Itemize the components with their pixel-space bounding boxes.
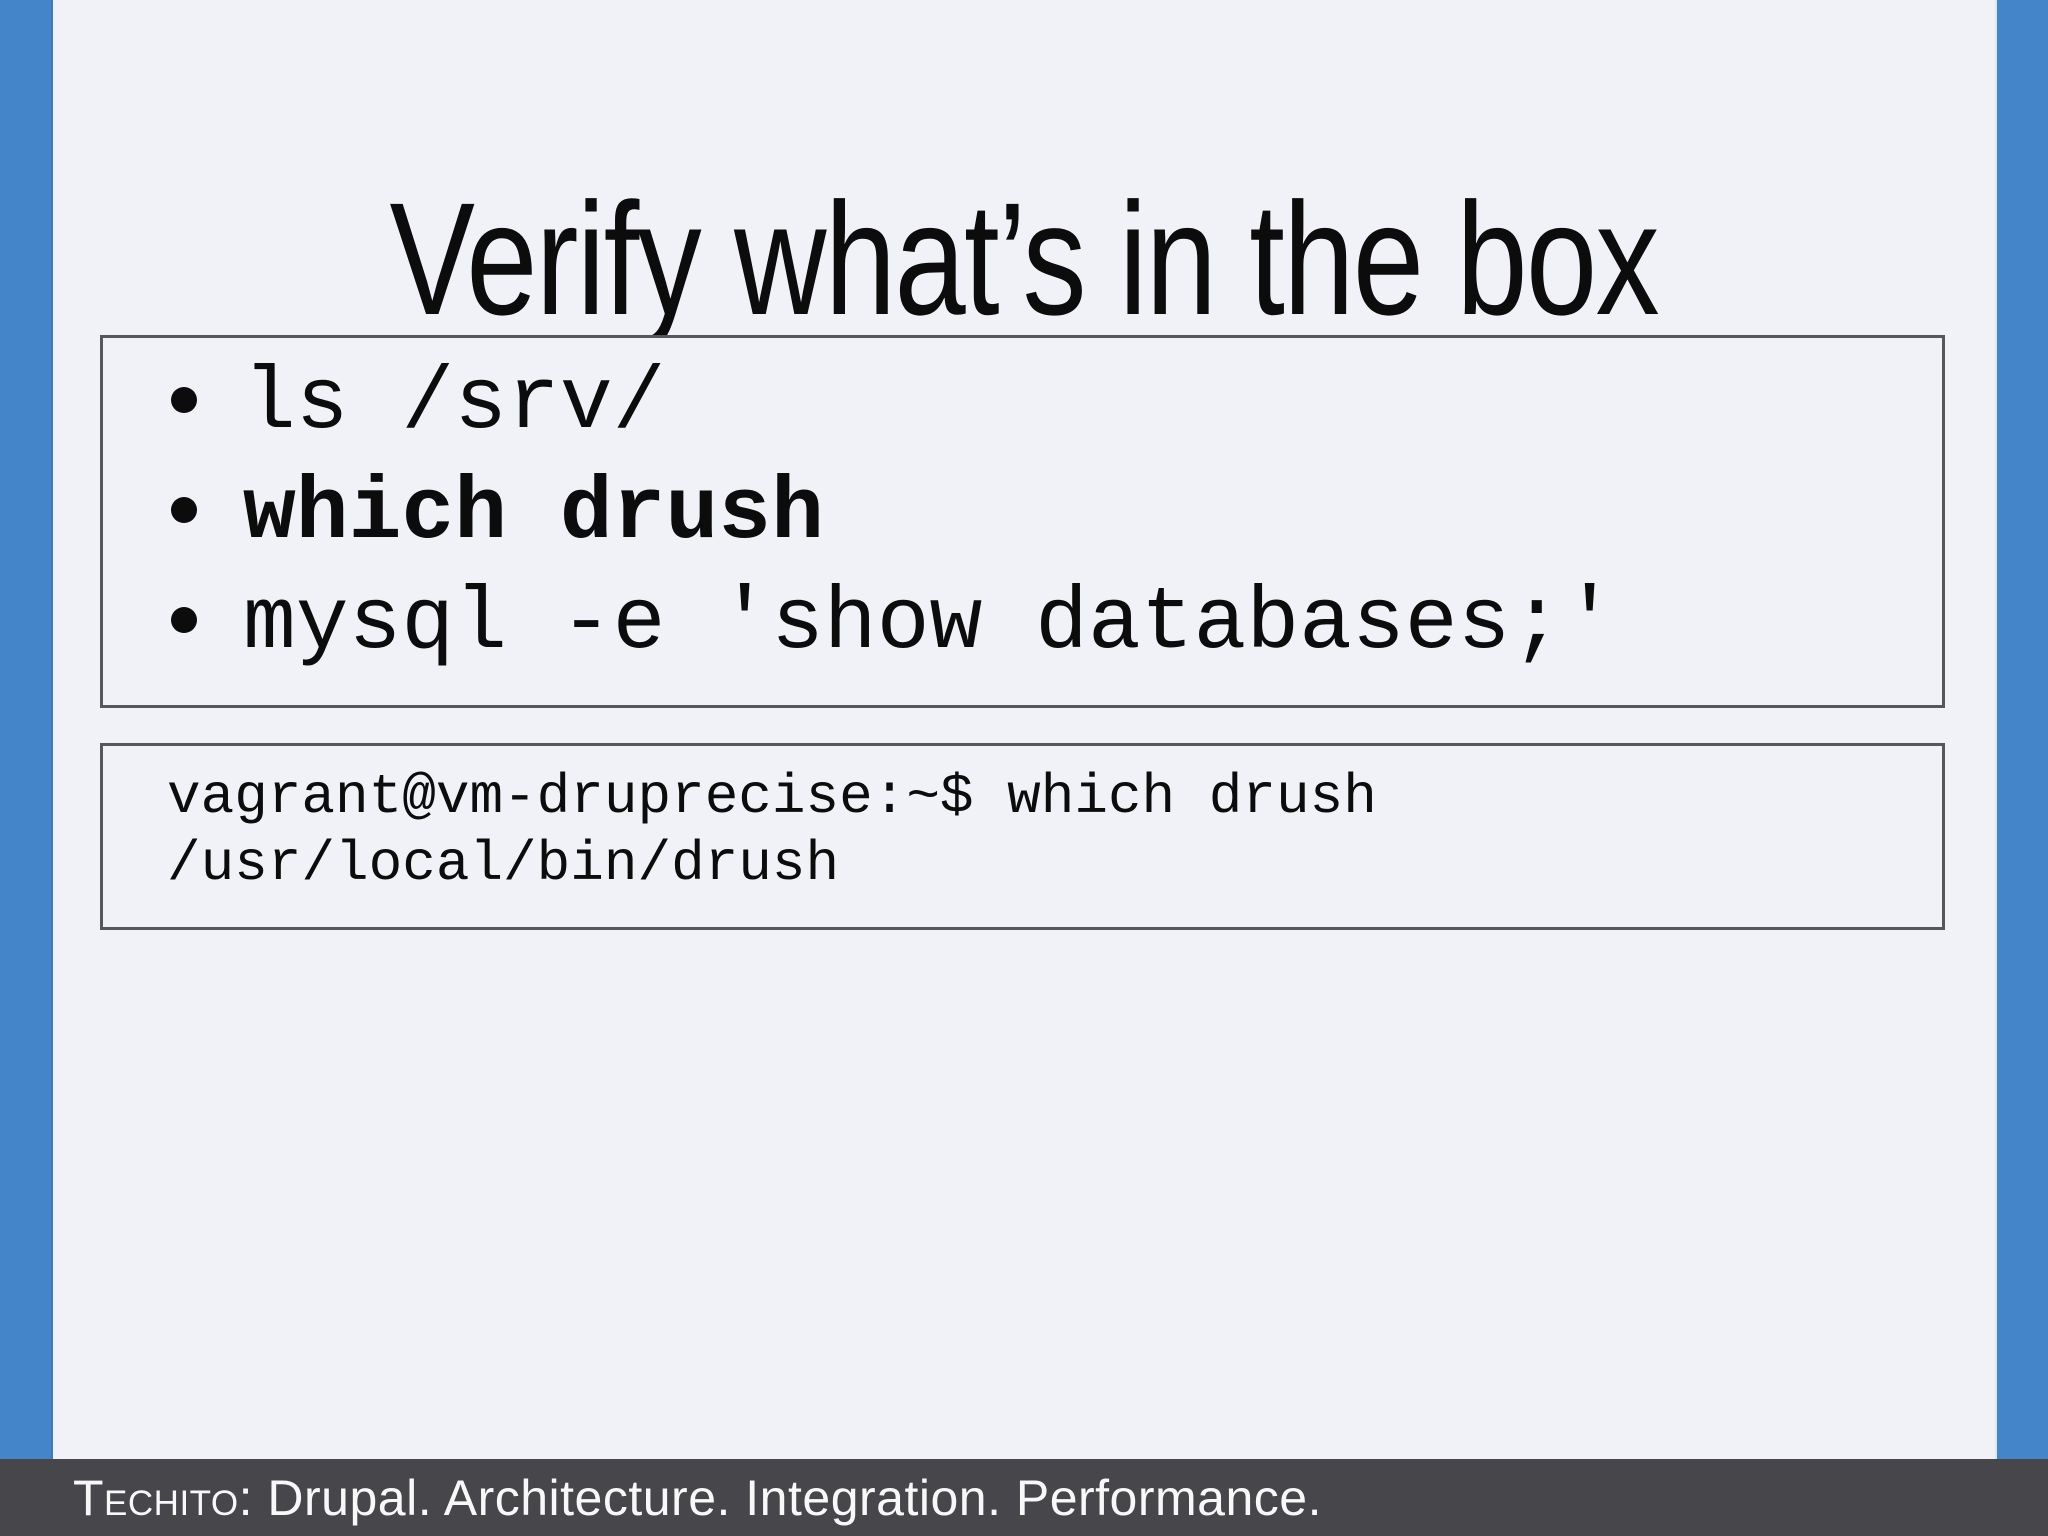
bullet-dot (171, 607, 197, 633)
slide-title-text: Verify what’s in the box (389, 169, 1660, 349)
commands-list: ls /srv/ which drush mysql -e 'show data… (103, 338, 1942, 680)
command-item: which drush (171, 460, 1942, 570)
bullet-dot (171, 387, 197, 413)
slide-title: Verify what’s in the box (51, 159, 1997, 359)
footer-brand: Techito (73, 1469, 239, 1526)
command-item: ls /srv/ (171, 350, 1942, 460)
terminal-lines: vagrant@vm-druprecise:~$ which drush /us… (103, 746, 1942, 898)
commands-box: ls /srv/ which drush mysql -e 'show data… (100, 335, 1945, 708)
terminal-output-box: vagrant@vm-druprecise:~$ which drush /us… (100, 743, 1945, 930)
terminal-line: vagrant@vm-druprecise:~$ which drush (167, 765, 1377, 829)
terminal-line: /usr/local/bin/drush (167, 832, 840, 896)
footer-tagline: : Drupal. Architecture. Integration. Per… (238, 1469, 1322, 1526)
left-accent-bar (0, 0, 53, 1459)
command-text: ls /srv/ (243, 355, 666, 454)
bullet-dot (171, 497, 197, 523)
right-accent-bar (1995, 0, 2048, 1459)
command-text: mysql -e 'show databases;' (243, 575, 1617, 674)
command-item: mysql -e 'show databases;' (171, 570, 1942, 680)
command-text: which drush (243, 465, 824, 564)
footer-bar: Techito: Drupal. Architecture. Integrati… (0, 1459, 2048, 1536)
